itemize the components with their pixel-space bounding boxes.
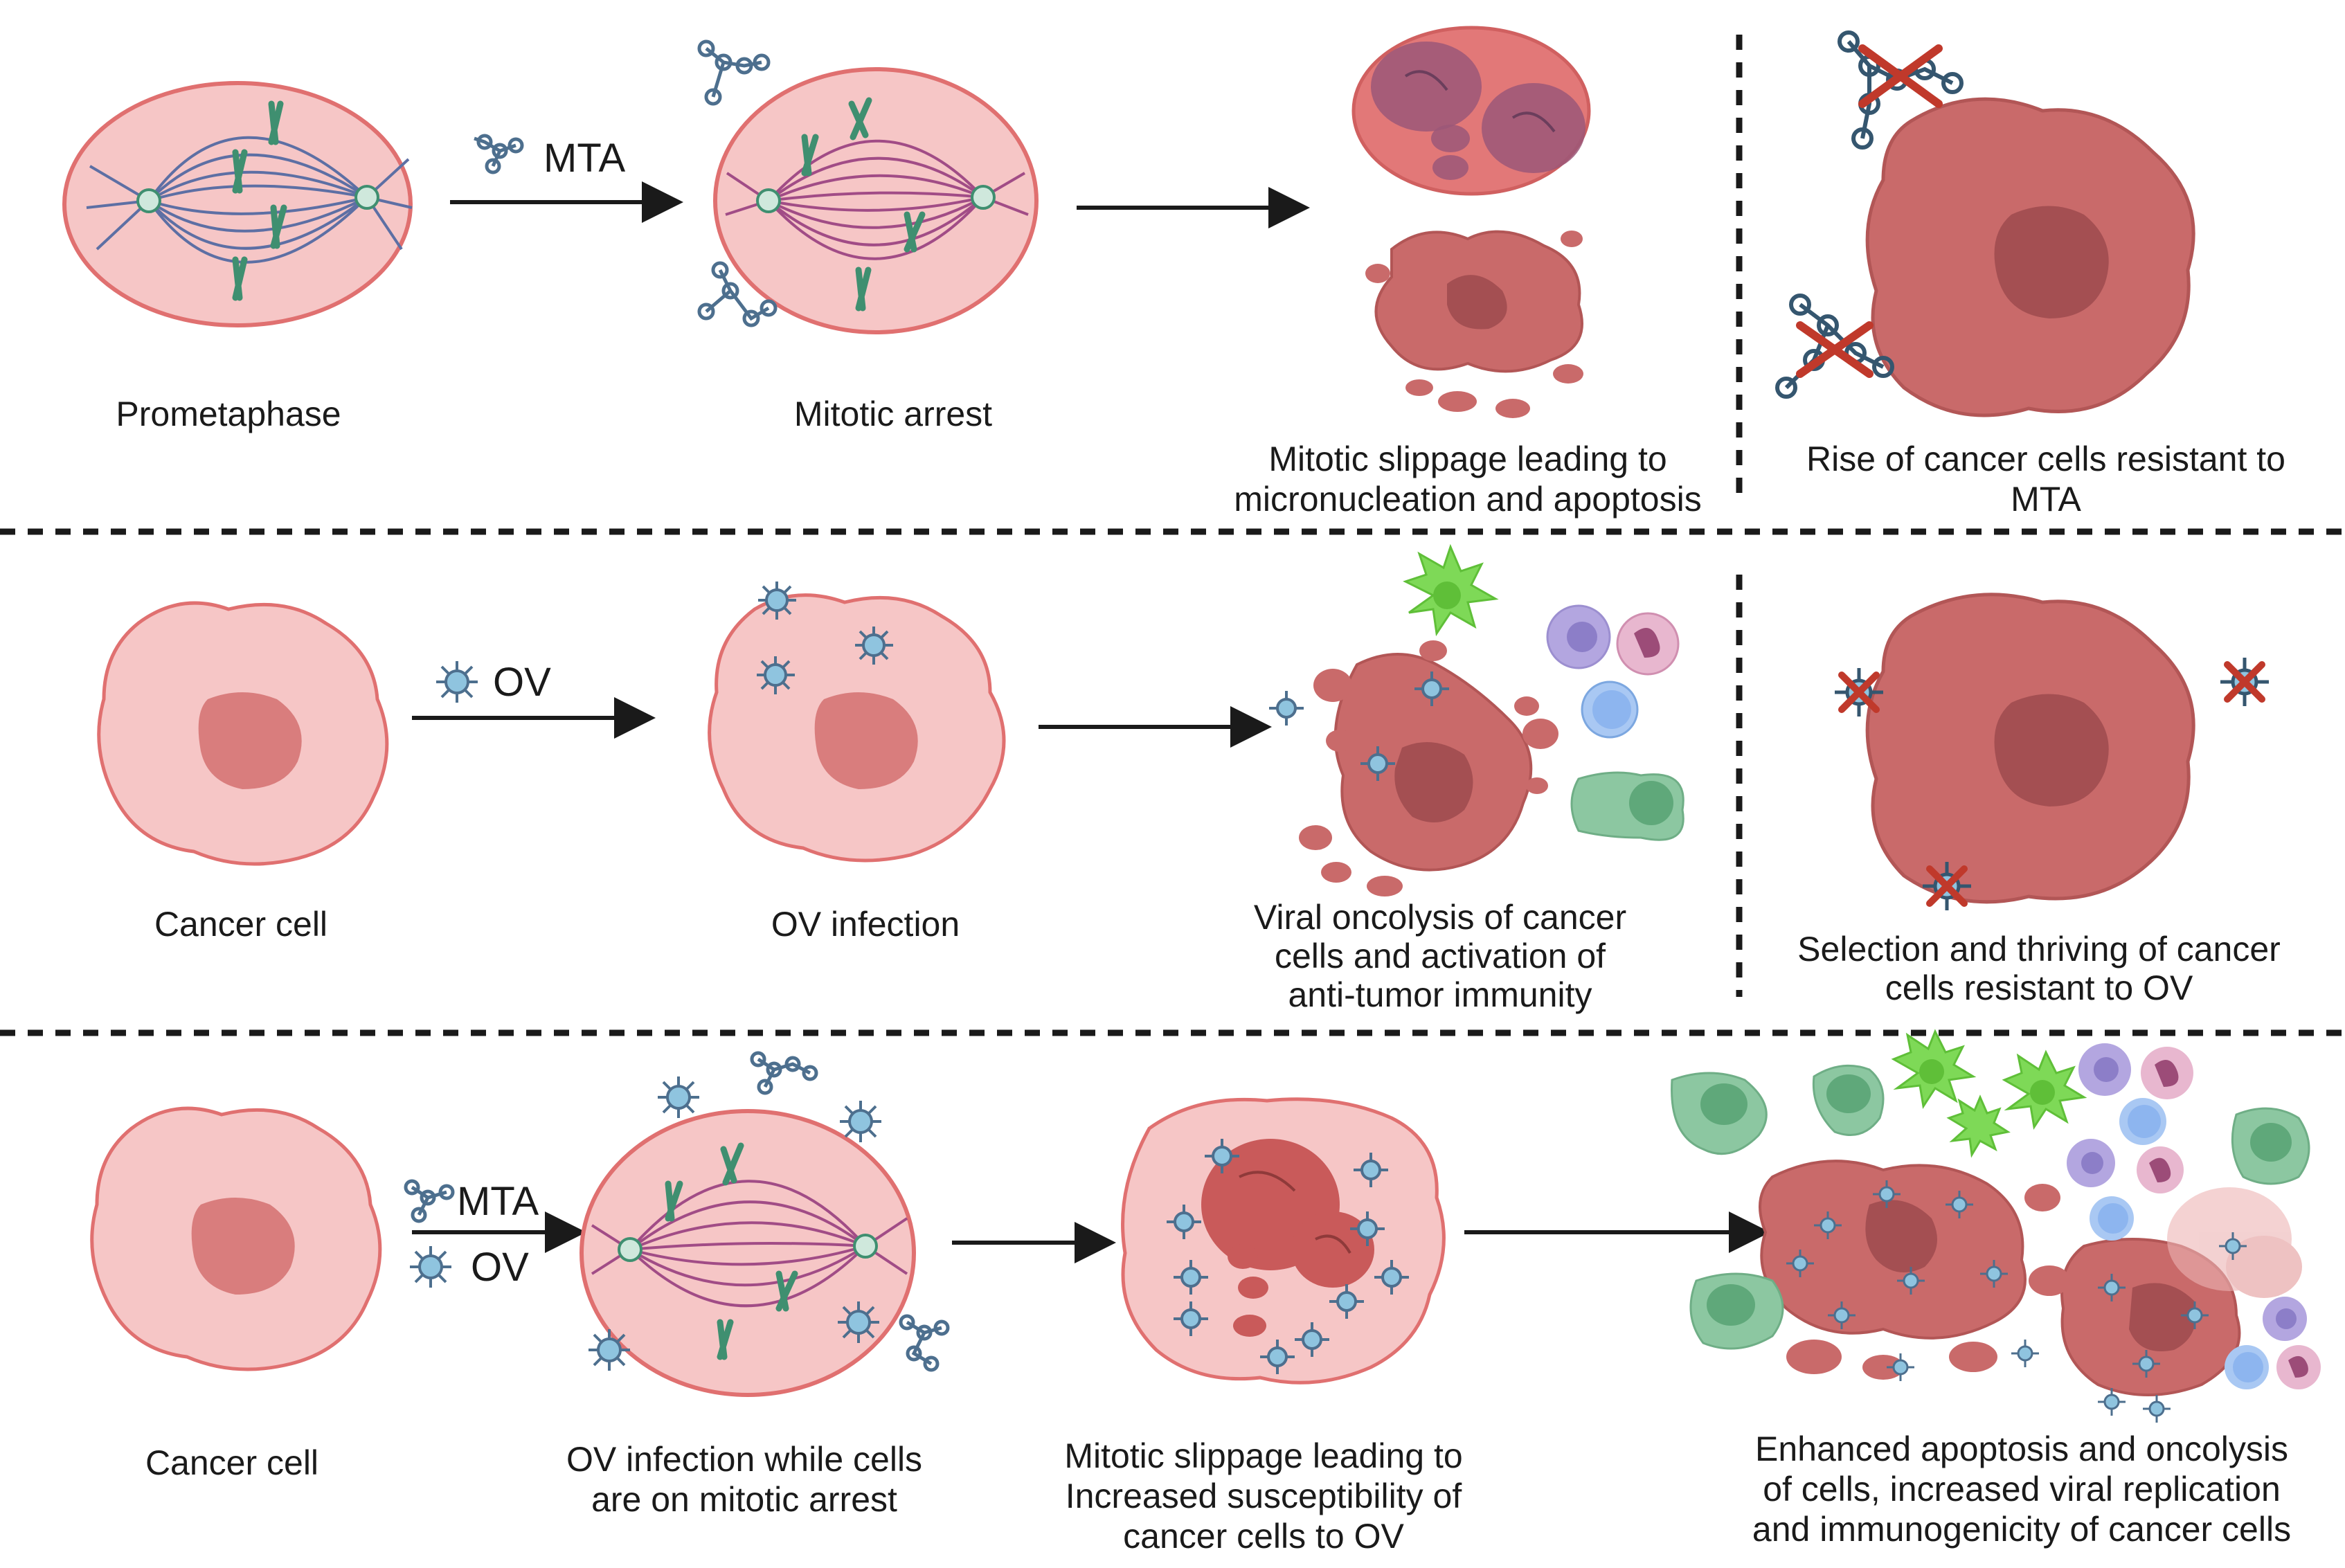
virus-icon (840, 1101, 881, 1142)
drug-molecule-icon (697, 261, 778, 327)
macrophage (2231, 1107, 2310, 1185)
virus-icon (757, 656, 795, 694)
macrophage (1689, 1272, 1784, 1350)
drug-molecule-icon (404, 1179, 455, 1223)
treatment-label-ov: OV (493, 660, 551, 705)
drug-molecule-icon (899, 1314, 950, 1372)
row-1-mta: MTA (62, 26, 2195, 418)
captions-row-2: Cancer cell OV infection Viral oncolysis… (154, 898, 2281, 1014)
oncolysis-cluster (1269, 543, 1684, 896)
mta-resistant-cell (1775, 30, 2195, 417)
macrophage (1812, 1064, 1885, 1136)
virus-icon (589, 1329, 630, 1371)
dendritic-cell (1946, 1094, 2011, 1158)
dendritic-cell (1403, 543, 1499, 637)
mitotic-spindle (86, 136, 413, 264)
caption-cancer-cell: Cancer cell (154, 905, 327, 944)
macrophage (1671, 1072, 1768, 1155)
row-3-combination: MTA OV (90, 1029, 2321, 1423)
chromosomes (232, 100, 287, 301)
captions-row-1: Prometaphase Mitotic arrest Mitotic slip… (116, 395, 2285, 519)
virus-icon (658, 1076, 699, 1118)
cancer-cell-healthy-looking (90, 1106, 382, 1371)
apoptotic-cell (1365, 230, 1583, 418)
virus-icon (410, 1246, 451, 1288)
ov-arrow-1: OV (412, 660, 656, 739)
row-2-ov: OV (97, 543, 2269, 910)
lymphocyte (1581, 681, 1639, 739)
virus-icon (838, 1301, 879, 1343)
cross-mark-icon (1796, 321, 1874, 378)
caption-prometaphase: Prometaphase (116, 395, 341, 433)
macrophage (1570, 771, 1684, 841)
virus-icon (855, 627, 893, 665)
granulocyte (1616, 612, 1680, 676)
virus-icon (436, 661, 478, 703)
virus-icon (758, 582, 796, 620)
cross-mark-icon (1838, 672, 1880, 713)
susceptible-cell (1121, 1097, 1446, 1385)
cross-mark-icon (1926, 865, 1968, 907)
drug-molecule-icon (697, 39, 771, 106)
virus-icon (1786, 1180, 2247, 1423)
dendritic-cell (2002, 1049, 2087, 1130)
treatment-label-mta: MTA (543, 136, 625, 181)
virus-icon (1167, 1139, 1409, 1374)
drug-molecule-icon (750, 1051, 818, 1095)
caption-mitotic-arrest: Mitotic arrest (794, 395, 992, 433)
treatment-label-mta: MTA (457, 1179, 539, 1224)
prometaphase-cell (62, 81, 413, 327)
ov-infected-cell (708, 582, 1006, 863)
dividers (0, 35, 2345, 1036)
enhanced-oncolysis-cluster (1671, 1029, 2321, 1423)
immune-cell-purple (2067, 1043, 2307, 1341)
virus-icon (1360, 746, 1395, 781)
mitotic-arrest-cell (697, 39, 1039, 334)
virus-icon (1269, 691, 1304, 726)
caption-ov-infection: OV infection (771, 905, 960, 944)
cross-mark-icon (2224, 661, 2265, 703)
combo-arrow: MTA OV (404, 1179, 586, 1290)
mta-arrow-1: MTA (450, 134, 683, 223)
cross-mark-icon (1858, 44, 1943, 108)
arrested-infected-cell (579, 1051, 950, 1397)
arrest-spindle (725, 139, 1029, 260)
ov-resistant-cell (1835, 593, 2269, 910)
micronucleated-cell (1351, 26, 1591, 196)
cancer-cell-healthy-looking (97, 601, 389, 866)
lymphocyte (2090, 1098, 2269, 1389)
virus-icon (1414, 672, 1449, 706)
granulocyte (2137, 1047, 2321, 1389)
caption-cancer-cell: Cancer cell (145, 1443, 318, 1482)
chromosomes (801, 97, 926, 312)
dendritic-cell (1891, 1029, 1977, 1110)
treatment-label-ov: OV (471, 1245, 529, 1290)
drug-molecule-icon (474, 134, 524, 174)
immune-cell-purple (1546, 604, 1611, 669)
